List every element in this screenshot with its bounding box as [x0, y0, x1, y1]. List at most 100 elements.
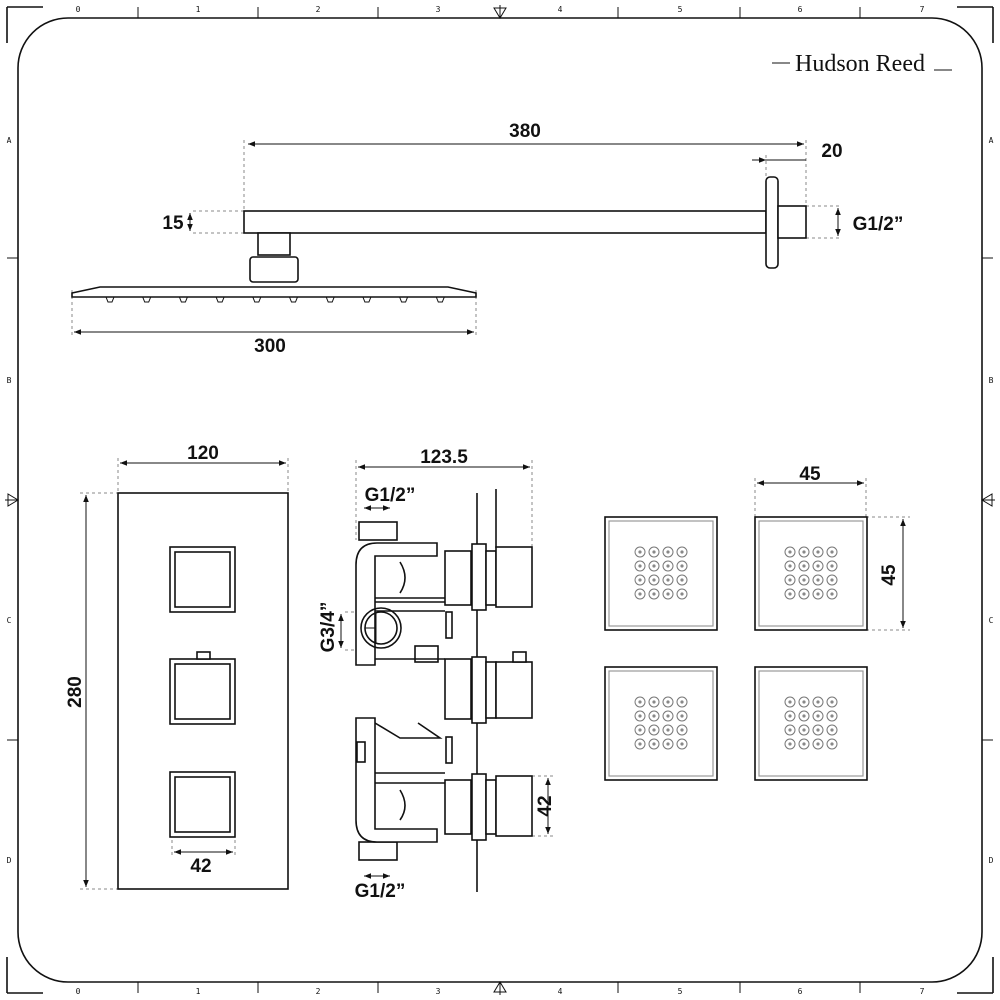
ruler-row-d: D — [7, 856, 12, 865]
jet-nozzle-hole — [802, 728, 806, 732]
jet-nozzle-hole — [830, 742, 834, 746]
outlet-label: G3/4” — [318, 602, 339, 653]
side-handle-top — [444, 543, 533, 611]
jet-nozzle-icon — [662, 546, 674, 558]
jet-nozzle-icon — [648, 560, 660, 572]
jet-nozzle-icon — [826, 546, 838, 558]
jet-nozzle-hole — [802, 564, 806, 568]
jet-nozzle-hole — [830, 578, 834, 582]
jet-nozzle-icon — [634, 546, 646, 558]
jet-nozzle-icon — [648, 724, 660, 736]
jet-nozzle-hole — [788, 700, 792, 704]
ruler-col-7-bottom: 7 — [920, 987, 925, 996]
jet-nozzle-icon — [826, 588, 838, 600]
jet-nozzle-hole — [652, 714, 656, 718]
valve-depth-label: 123.5 — [420, 447, 468, 468]
jet-nozzle-hole — [652, 742, 656, 746]
jet-nozzle-hole — [680, 564, 684, 568]
jet-nozzle-icon — [784, 724, 796, 736]
ruler-col-6-bottom: 6 — [798, 987, 803, 996]
jet-nozzle-hole — [830, 728, 834, 732]
jet-nozzle-icon — [798, 546, 810, 558]
ruler-col-6: 6 — [798, 5, 803, 14]
jet-nozzle-hole — [652, 728, 656, 732]
ruler-row-c: C — [7, 616, 12, 625]
outlet-fitting — [360, 607, 402, 649]
nozzle-icon — [215, 296, 225, 303]
side-handle-middle — [444, 651, 533, 724]
ruler-col-0-bottom: 0 — [76, 987, 81, 996]
jet-nozzle-icon — [798, 738, 810, 750]
nozzle-icon — [435, 296, 446, 303]
head-nut — [249, 256, 299, 283]
jet-nozzle-hole — [666, 742, 670, 746]
jet-nozzle-hole — [816, 592, 820, 596]
jet-nozzle-hole — [680, 592, 684, 596]
jet-nozzle-icon — [784, 710, 796, 722]
jet-nozzle-hole — [802, 714, 806, 718]
jet-plate — [604, 516, 718, 631]
jet-nozzle-hole — [680, 700, 684, 704]
jet-nozzle-icon — [812, 560, 824, 572]
jet-nozzle-hole — [652, 564, 656, 568]
jet-nozzle-hole — [666, 592, 670, 596]
jet-nozzle-hole — [816, 742, 820, 746]
jet-nozzle-hole — [666, 728, 670, 732]
shower-head-nozzles — [105, 296, 446, 303]
jet-nozzle-hole — [666, 578, 670, 582]
nozzle-icon — [105, 296, 115, 303]
body-jet-4 — [754, 666, 868, 781]
jet-nozzle-icon — [648, 588, 660, 600]
jet-nozzle-hole — [816, 728, 820, 732]
handle-size-label: 42 — [190, 856, 211, 877]
shower-arm-drawing: 380 20 15 G1/2” 300 — [71, 121, 903, 357]
jet-nozzle-icon — [676, 738, 688, 750]
ruler-row-d-right: D — [989, 856, 994, 865]
jet-nozzle-icon — [676, 546, 688, 558]
jet-nozzle-icon — [634, 724, 646, 736]
body-jets-drawing: 45 45 — [604, 464, 910, 781]
jet-nozzle-icon — [662, 560, 674, 572]
nozzle-icon — [141, 296, 152, 303]
jet-plate — [754, 666, 868, 781]
jet-nozzle-hole — [638, 742, 642, 746]
nozzle-icon — [178, 296, 189, 303]
jet-nozzle-hole — [802, 550, 806, 554]
handle-middle — [169, 658, 236, 725]
handle-bottom — [169, 771, 236, 838]
jet-nozzle-hole — [802, 742, 806, 746]
jet-width-label: 45 — [799, 464, 821, 485]
jet-nozzle-hole — [830, 714, 834, 718]
jet-nozzle-icon — [812, 546, 824, 558]
jet-nozzle-icon — [812, 696, 824, 708]
nozzle-icon — [398, 296, 409, 303]
jet-nozzle-hole — [816, 714, 820, 718]
jet-nozzle-hole — [788, 592, 792, 596]
jet-nozzle-icon — [634, 560, 646, 572]
jet-nozzle-hole — [638, 564, 642, 568]
jet-nozzle-icon — [662, 724, 674, 736]
jet-nozzle-icon — [798, 588, 810, 600]
jet-nozzle-hole — [638, 728, 642, 732]
jet-nozzle-icon — [676, 696, 688, 708]
flange-depth-label: 20 — [821, 141, 842, 162]
side-handle-size-label: 42 — [535, 795, 556, 816]
jet-nozzle-hole — [816, 700, 820, 704]
brand-logo: Hudson Reed — [772, 51, 952, 77]
jet-plate — [604, 666, 718, 781]
ruler-col-7: 7 — [920, 5, 925, 14]
jet-nozzle-hole — [652, 578, 656, 582]
top-inlet-pipe — [358, 521, 398, 541]
jet-nozzle-hole — [788, 742, 792, 746]
jet-nozzle-icon — [784, 696, 796, 708]
body-jet-3 — [604, 666, 718, 781]
jet-nozzle-hole — [788, 578, 792, 582]
valve-side-drawing: 123.5 G1/2” G3/4” G1/2” 42 — [318, 447, 556, 902]
jet-nozzle-icon — [648, 738, 660, 750]
jet-nozzle-hole — [666, 564, 670, 568]
ruler-row-b-right: B — [989, 376, 994, 385]
jet-nozzle-hole — [652, 700, 656, 704]
ruler-col-3: 3 — [436, 5, 441, 14]
nozzle-icon — [362, 296, 372, 303]
body-jet-1 — [604, 516, 718, 631]
